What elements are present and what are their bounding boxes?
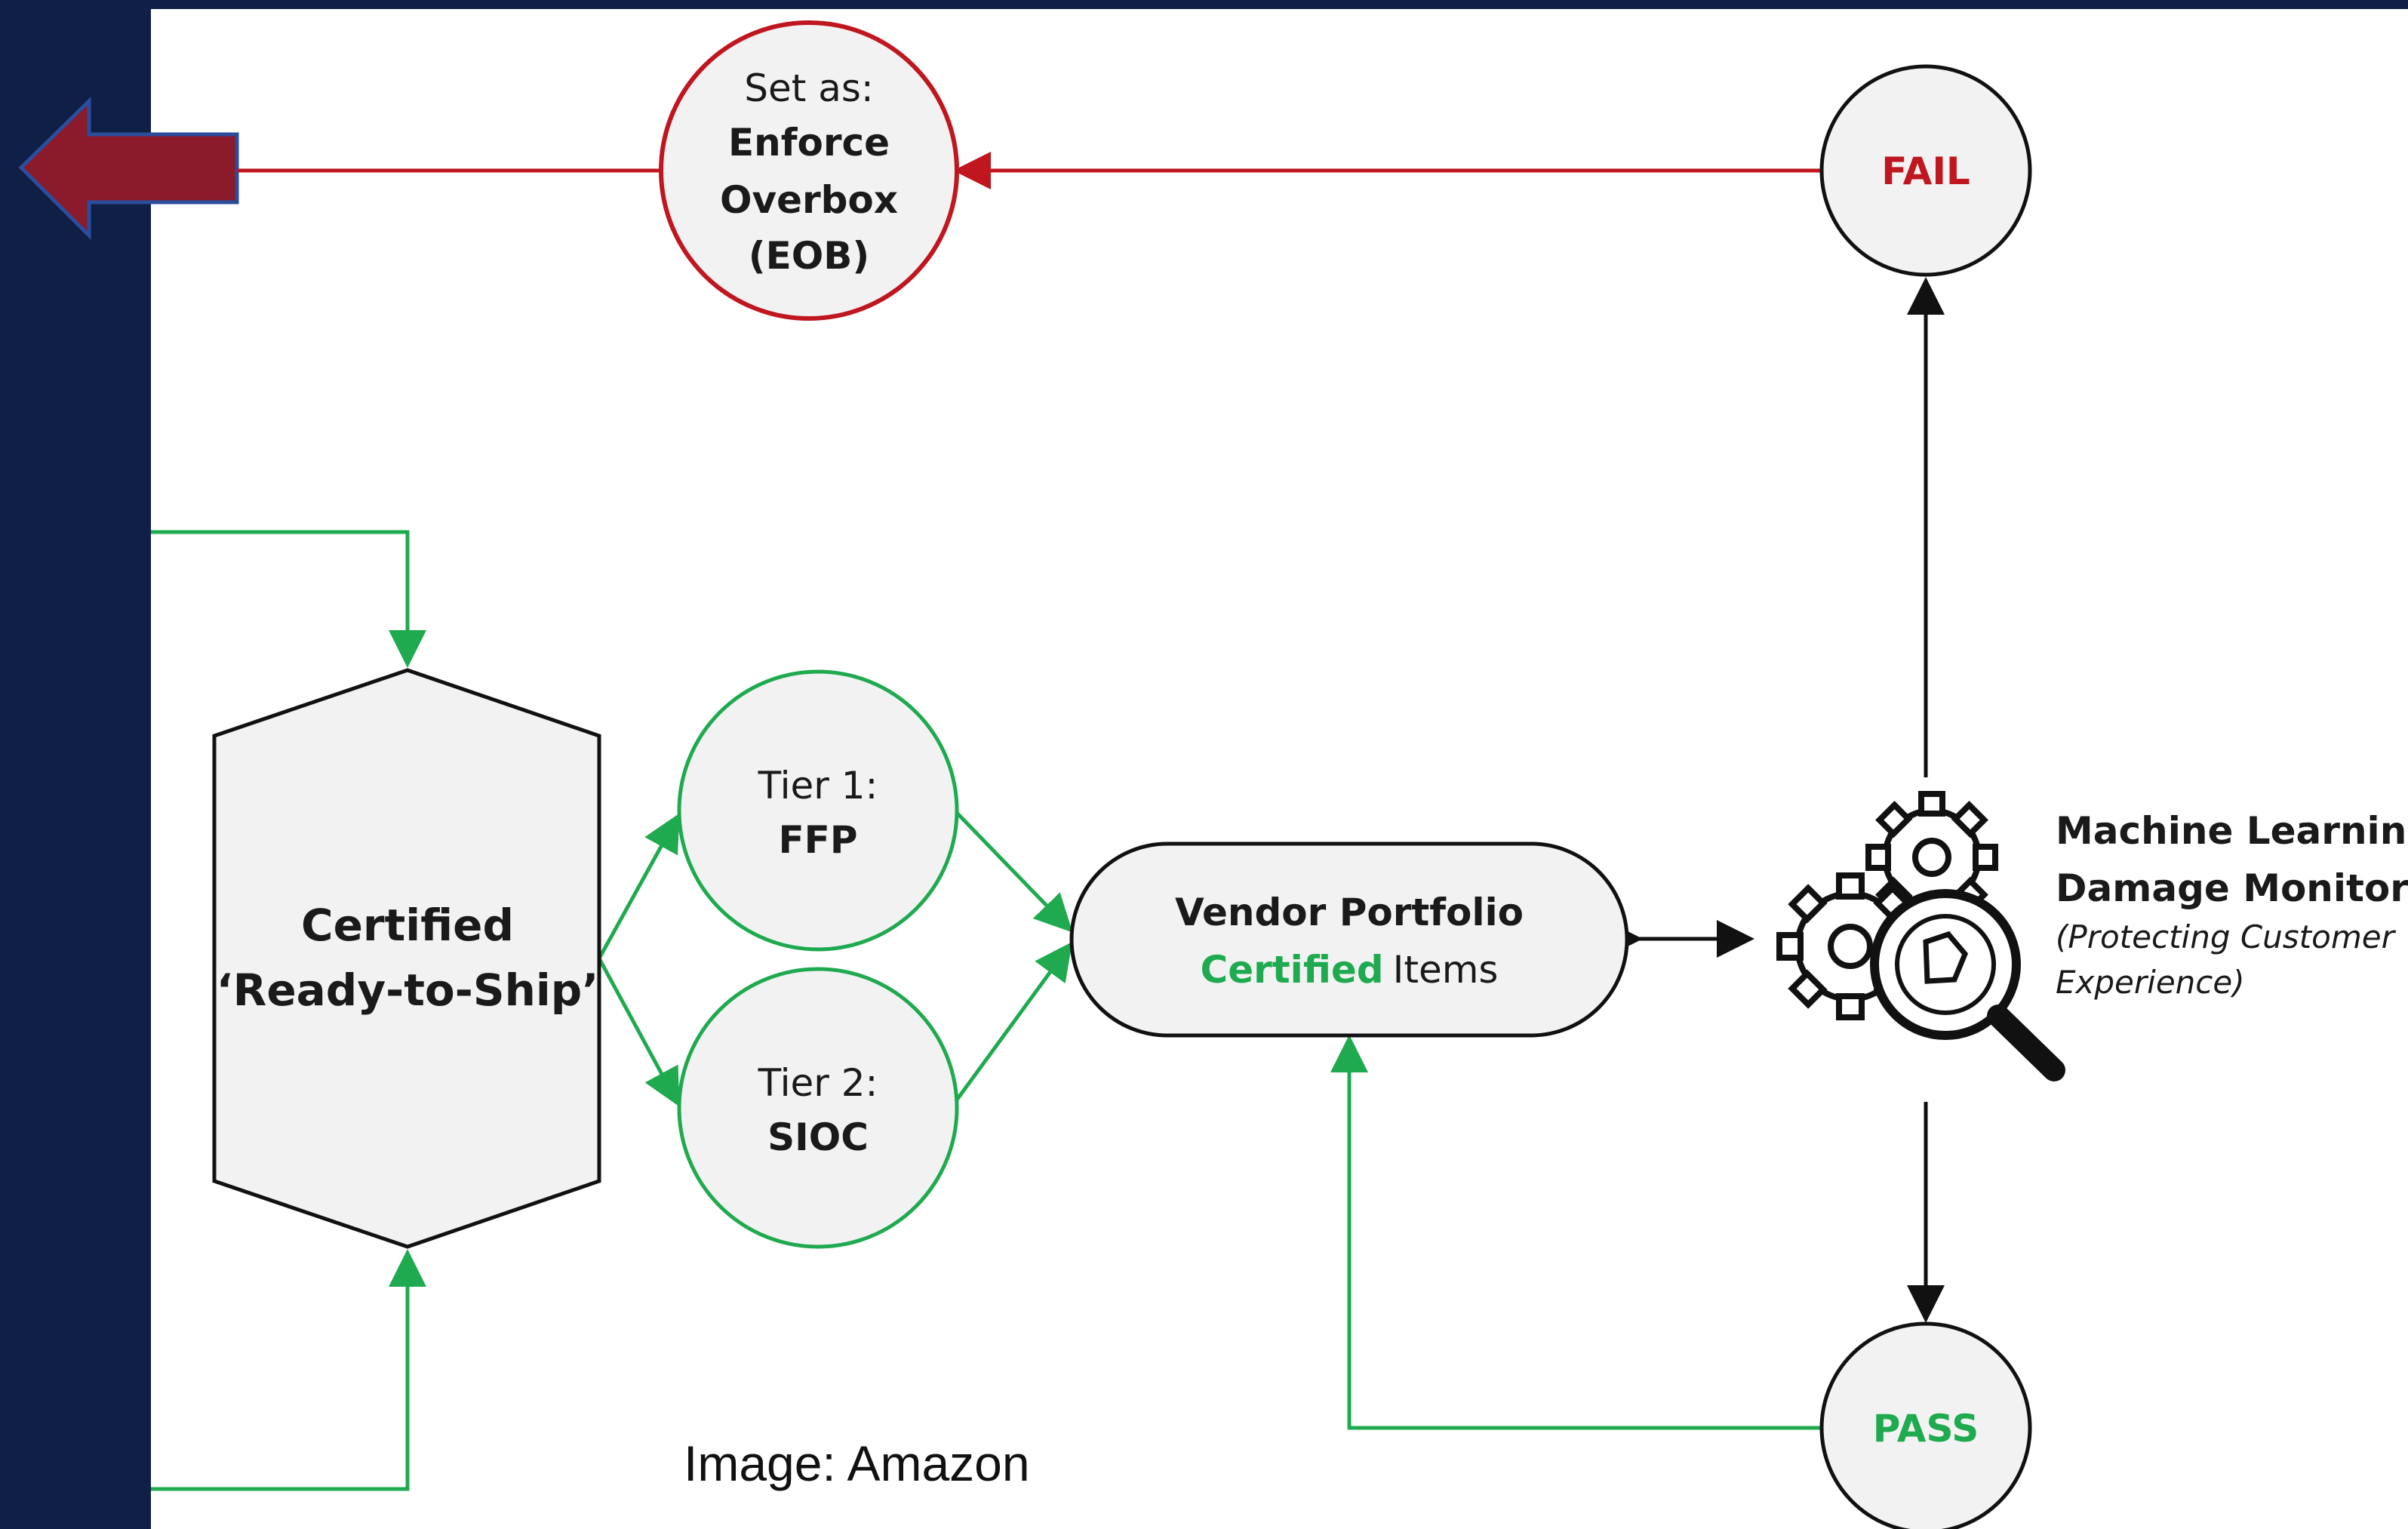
tier2-line1: Tier 2: <box>758 1061 878 1105</box>
image-credit-caption: Image: Amazon <box>684 1435 1030 1491</box>
tier1-node: Tier 1: FFP <box>677 669 959 952</box>
ml-line2: Damage Monitor <box>2056 866 2408 910</box>
tier1-to-vendor-connector <box>954 810 1073 933</box>
ml-line1: Machine Learning <box>2056 809 2408 853</box>
certified-line1: Certified <box>301 900 514 951</box>
eob-line3: Overbox <box>720 178 898 222</box>
top-feed-connector <box>151 530 426 668</box>
tier1-line2: FFP <box>779 818 858 862</box>
pass-node: PASS <box>1819 1321 2032 1529</box>
tier2-node: Tier 2: SIOC <box>677 967 959 1249</box>
left-arrow-icon <box>18 97 239 241</box>
certified-to-tier2-connector <box>597 957 680 1107</box>
vendor-items-word: Items <box>1393 948 1499 992</box>
pass-to-vendor-connector <box>1330 1035 1821 1430</box>
ml-line4: Experience) <box>2056 964 2245 1001</box>
certified-to-tier1-connector <box>597 813 680 960</box>
certified-node: Certified ‘Ready-to-Ship’ <box>212 668 601 1249</box>
bottom-feed-connector <box>151 1249 426 1491</box>
tier1-line1: Tier 1: <box>758 764 878 808</box>
certified-line2: ‘Ready-to-Ship’ <box>217 964 599 1016</box>
eob-line4: (EOB) <box>749 234 869 278</box>
vendor-certified-word: Certified <box>1201 948 1384 992</box>
fail-node: FAIL <box>1819 64 2032 277</box>
eob-line1: Set as: <box>744 66 874 110</box>
ml-monitor-label: Machine Learning Damage Monitor (Protect… <box>2056 809 2408 1001</box>
vendor-line1: Vendor Portfolio <box>1175 891 1524 934</box>
eob-line2: Enforce <box>728 121 890 165</box>
tier2-to-vendor-connector <box>953 941 1072 1103</box>
pass-label: PASS <box>1873 1407 1979 1451</box>
ml-line3: (Protecting Customer <box>2056 918 2397 955</box>
gears-magnifier-icon <box>1776 791 2065 1081</box>
fail-label: FAIL <box>1881 149 1970 193</box>
tier2-line2: SIOC <box>767 1115 869 1159</box>
eob-node: Set as: Enforce Overbox (EOB) <box>659 20 959 321</box>
